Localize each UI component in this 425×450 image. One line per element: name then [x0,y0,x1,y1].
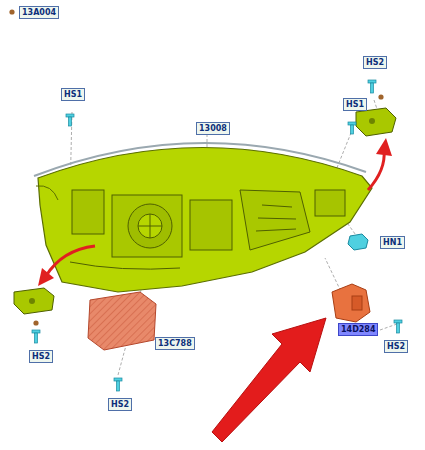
screw-symbol [397,323,400,333]
screw-symbol [394,320,402,333]
headlamp-body [138,214,162,238]
headlamp-body [36,186,58,200]
headlamp-body [128,204,172,248]
pointer-arrow [212,318,326,442]
highlighted-part [352,296,362,310]
callout-tag: HS2 [363,56,387,69]
headlamp-body [38,147,372,292]
callout-tag: 13A004 [19,6,59,19]
direction-arrow [46,246,95,276]
part-number: 13008 [199,124,227,133]
screw-symbol [368,80,376,83]
part-number: 14D284 [341,325,375,334]
callout-tag: 14D284 [338,323,378,336]
part-number: HS1 [346,100,364,109]
callout-tag: 13C788 [155,337,195,350]
callout-tag: HS2 [384,340,408,353]
screw-symbol [348,122,356,125]
screw-symbol [35,333,38,343]
headlamp-body [190,200,232,250]
headlamp-body [34,143,372,292]
screw-symbol [351,125,354,134]
mounting-bracket [14,288,54,314]
headlamp-body [138,214,162,238]
nut-symbol [348,234,368,250]
part-number: HS2 [111,400,129,409]
screw-symbol [348,122,356,134]
part-number: HS2 [32,352,50,361]
headlamp-body [315,190,345,216]
nut-symbol [348,234,368,250]
marker-dot [378,94,383,99]
screw-symbol [66,114,74,117]
screw-symbol [69,117,72,126]
direction-arrow [38,268,54,286]
screw-symbol [32,80,402,391]
part-number: HS2 [366,58,384,67]
part-number: HN1 [383,238,402,247]
mounting-bracket [356,108,396,136]
leader-line [207,134,208,148]
callout-tag: HS1 [343,98,367,111]
screw-symbol [368,80,376,93]
mounting-bracket [14,108,396,314]
direction-arrow [376,138,392,156]
part-number: 13C788 [158,339,192,348]
leader-line [380,324,397,330]
screw-symbol [394,320,402,323]
headlamp-body [34,143,366,176]
direction-arrow [368,150,384,190]
headlamp-body [112,195,182,257]
headlamp-body [72,190,104,234]
callout-tag: HS2 [29,350,53,363]
screw-symbol [371,83,374,93]
callout-tag: HS2 [108,398,132,411]
part-number: HS1 [64,90,82,99]
mounting-bracket [369,118,375,124]
callout-tag: HS1 [61,88,85,101]
direction-arrow [38,138,392,286]
control-module [88,292,156,350]
highlighted-part [332,284,370,322]
leader-line [36,100,397,375]
headlamp-body [240,190,310,250]
screw-symbol [117,381,120,391]
screw-symbol [114,378,122,391]
marker-dot [9,9,383,325]
part-number: HS2 [387,342,405,351]
headlamp-body [256,205,296,231]
mounting-bracket [29,298,35,304]
screw-symbol [32,330,40,343]
highlighted-part [332,284,370,322]
screw-symbol [32,330,40,333]
marker-dot [33,320,38,325]
screw-symbol [114,378,122,381]
part-number: 13A004 [22,8,56,17]
callout-tag: 13008 [196,122,230,135]
pointer-arrow [212,318,326,442]
marker-dot [9,9,14,14]
screw-symbol [66,114,74,126]
callout-tag: HN1 [380,236,405,249]
headlamp-body [70,262,180,269]
control-module [88,292,156,350]
